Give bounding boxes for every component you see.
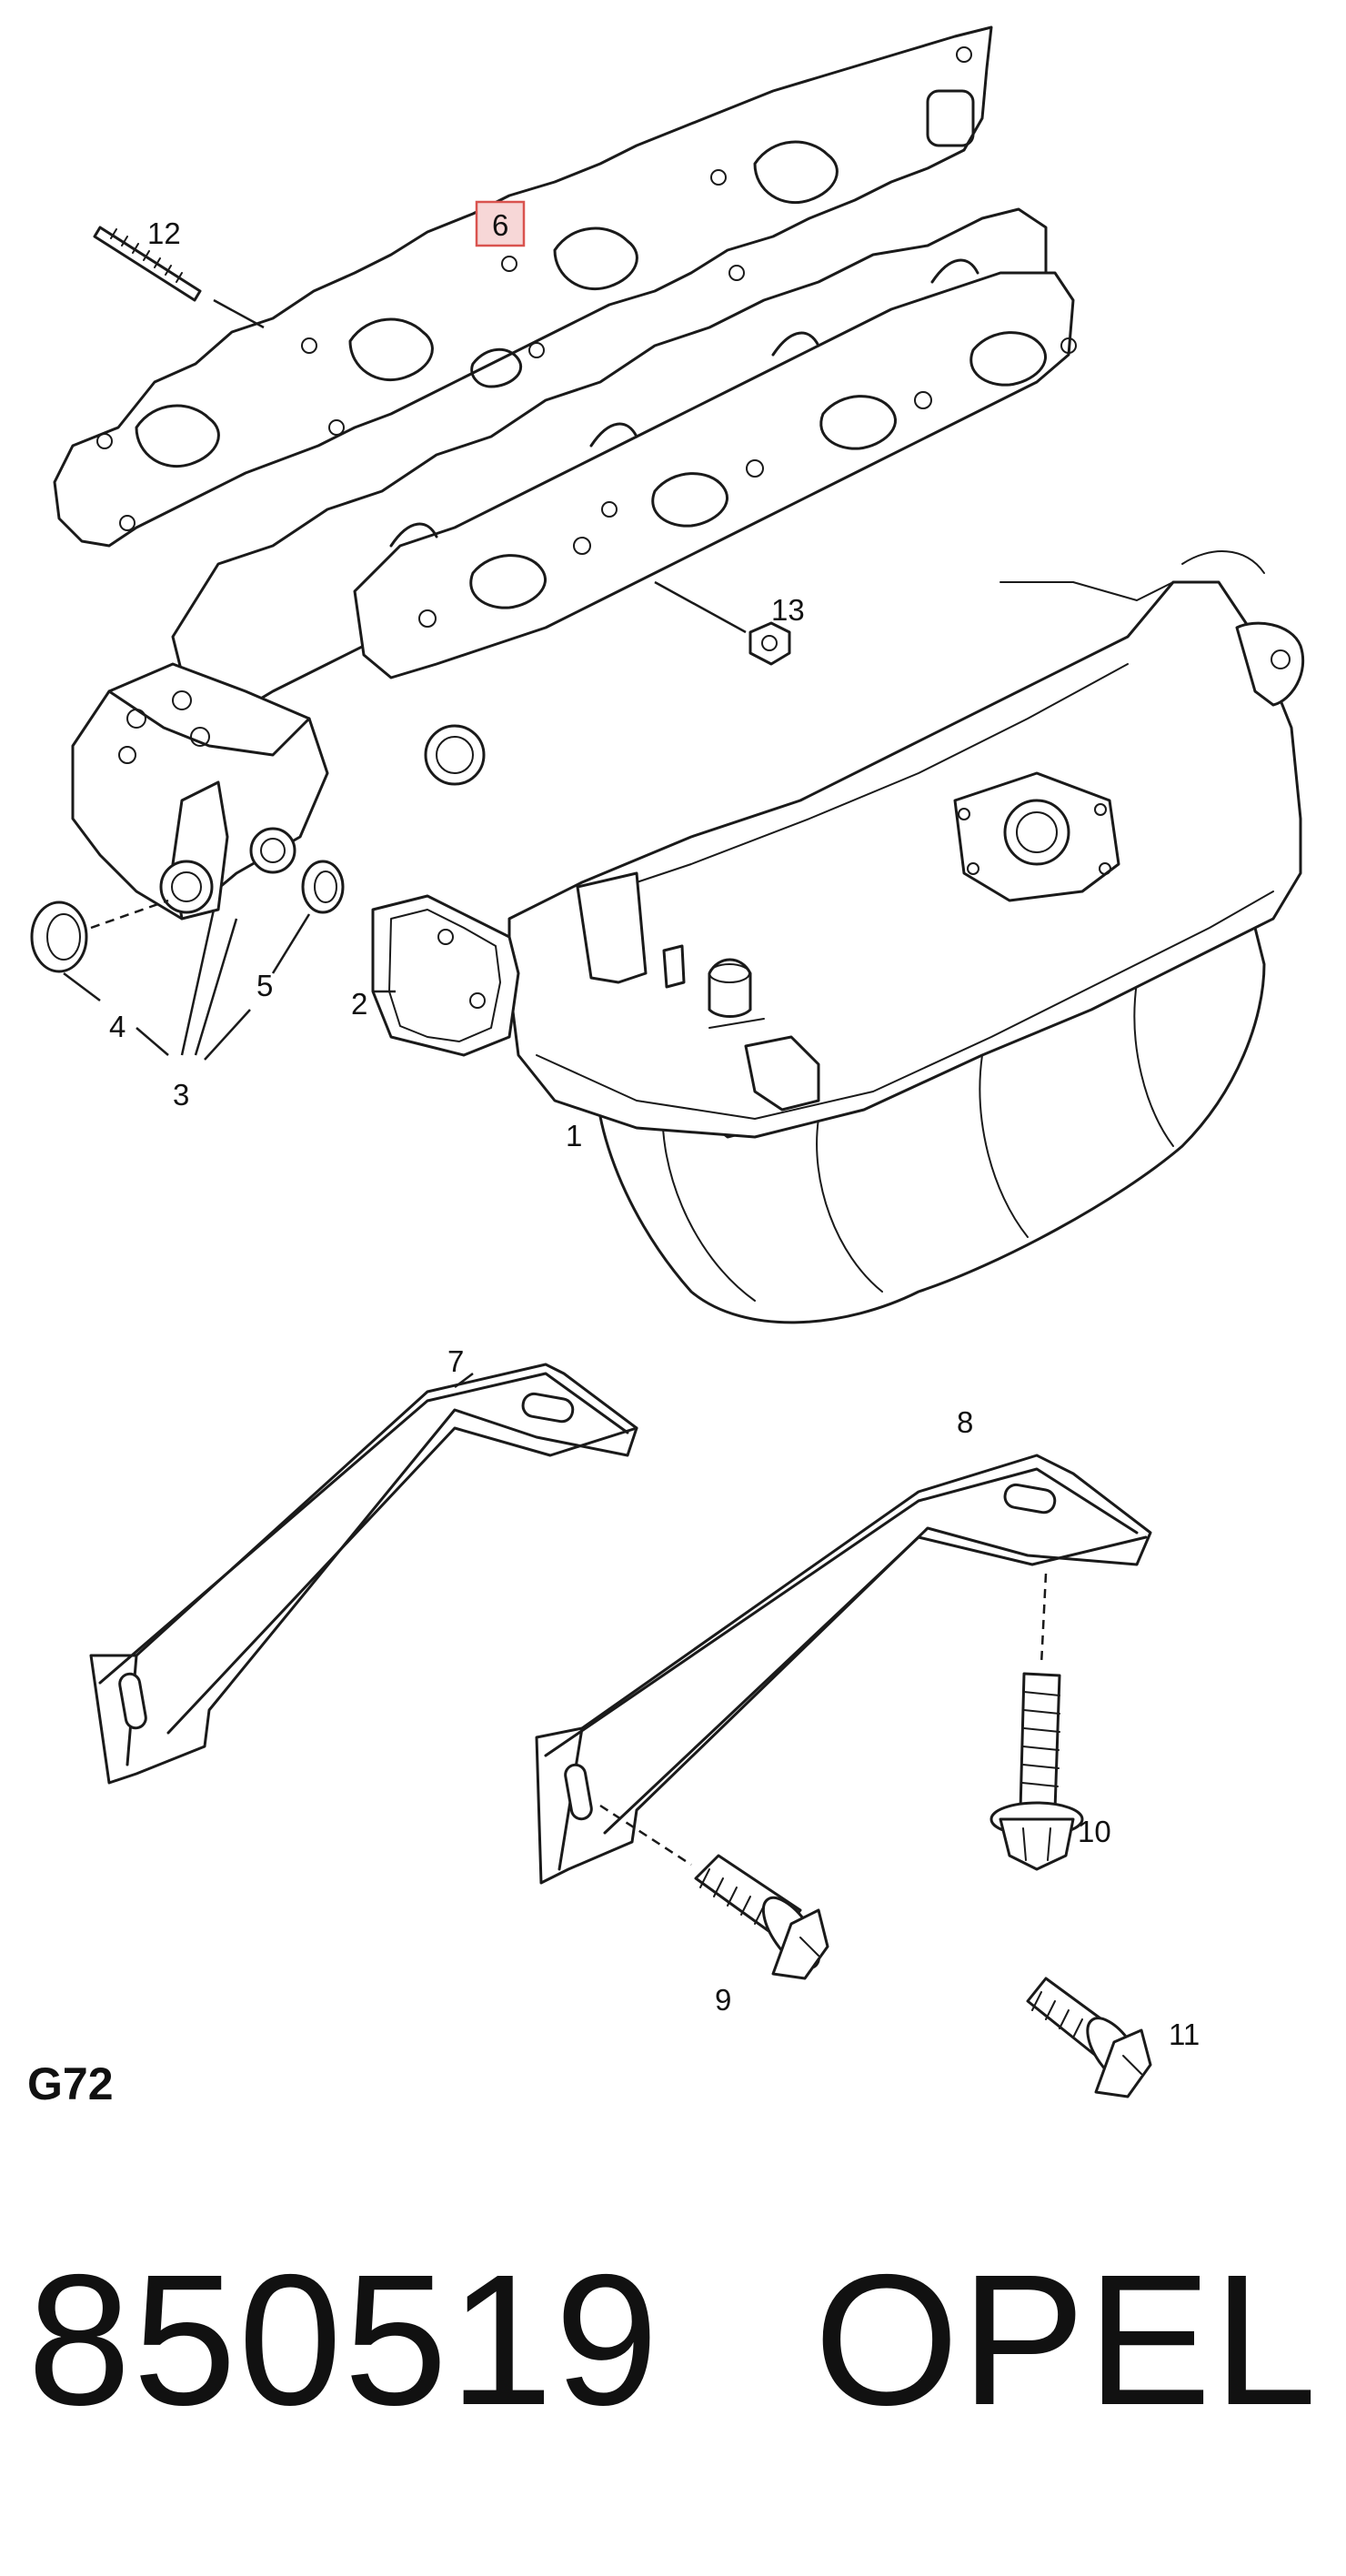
bracket-8: [535, 1454, 1152, 1885]
manifold-gasket: [53, 25, 993, 548]
callout-8: 8: [957, 1405, 973, 1439]
callout-10: 10: [1078, 1815, 1111, 1848]
callout-6: 6: [492, 208, 508, 242]
callout-5: 5: [256, 969, 273, 1002]
page-code: G72: [27, 2058, 114, 2109]
part-number: 850519: [27, 2236, 661, 2444]
brand-name: OPEL: [814, 2236, 1319, 2444]
callout-6-highlight: [475, 200, 526, 247]
nut-13: [654, 580, 791, 666]
callout-1: 1: [566, 1119, 582, 1152]
callout-2: 2: [351, 987, 367, 1021]
callout-12: 12: [147, 216, 181, 250]
manifold-housing: [71, 207, 1077, 921]
callout-7: 7: [447, 1344, 464, 1378]
bolt-10: [989, 1573, 1084, 1871]
bracket-7: [89, 1363, 638, 1785]
bolt-9: [599, 1804, 829, 1980]
callout-3: 3: [173, 1078, 189, 1112]
intake-manifold-1: [371, 550, 1305, 1324]
stud-12: [93, 226, 265, 329]
callout-4: 4: [109, 1010, 126, 1043]
callout-leaders-lower-left: [63, 909, 311, 1061]
callout-11: 11: [1169, 2018, 1200, 2051]
callout-9: 9: [715, 1983, 731, 2017]
callout-labels: 6 12 13 2 1 5 4 3 7 8 10 9 11: [109, 200, 1200, 2051]
bolt-11: [1026, 1977, 1152, 2098]
callout-13: 13: [771, 593, 805, 627]
seal-ring-5: [301, 860, 345, 914]
seal-ring-4: [30, 899, 169, 973]
